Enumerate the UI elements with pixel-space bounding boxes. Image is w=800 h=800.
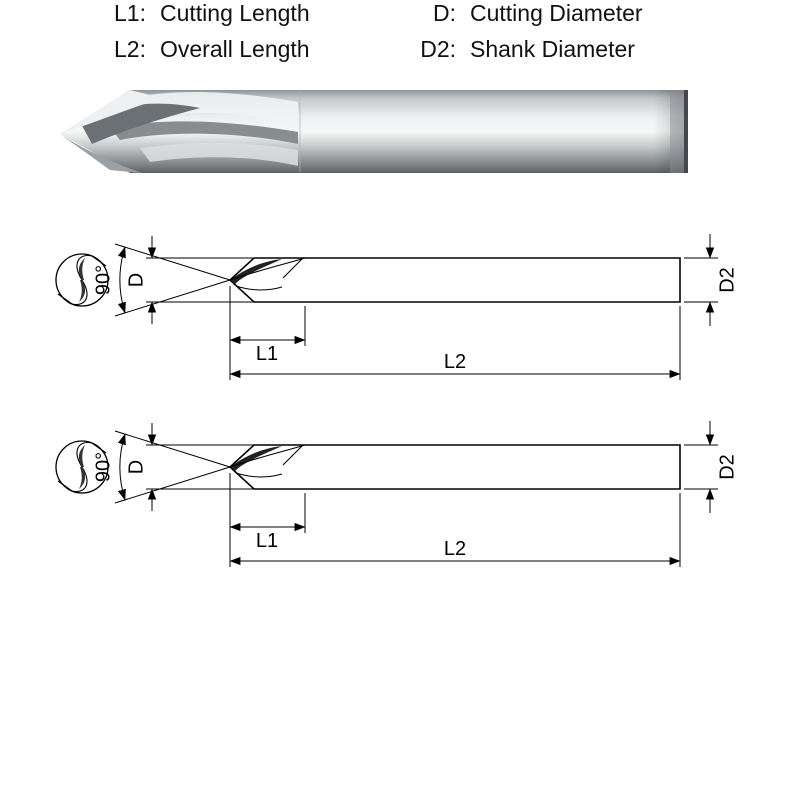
cutting-diameter-label: D <box>125 460 147 474</box>
legend: L1: Cutting Length D: Cutting Diameter L… <box>0 0 800 63</box>
cutting-diameter-dimension <box>146 423 258 511</box>
tool-outline <box>228 257 681 303</box>
angle-dimension <box>114 430 231 504</box>
legend-key-d2: D2: <box>420 36 456 62</box>
overall-length-dimension <box>229 306 681 380</box>
shank-diameter-label: D2 <box>716 454 738 480</box>
shank-diameter-label: D2 <box>716 267 738 293</box>
product-photo <box>60 90 688 173</box>
legend-value-d: Cutting Diameter <box>470 0 643 26</box>
legend-key-l2: L2: <box>114 36 146 62</box>
end-view-icon <box>55 253 109 307</box>
legend-key-d: D: <box>433 0 456 26</box>
angle-label: 90° <box>92 265 114 295</box>
shank-diameter-dimension <box>684 421 718 513</box>
overall-length-label: L2 <box>444 538 466 560</box>
cutting-length-dimension <box>229 473 306 567</box>
legend-row: L1: Cutting Length D: Cutting Diameter <box>90 0 710 27</box>
overall-length-label: L2 <box>444 351 466 373</box>
angle-label: 90° <box>92 452 114 482</box>
dimension-diagram-2: 90° D L1 L2 D2 <box>55 421 738 567</box>
angle-dimension <box>114 243 231 317</box>
cutting-length-label: L1 <box>256 343 278 365</box>
legend-value-l2: Overall Length <box>160 36 310 62</box>
cutting-length-label: L1 <box>256 530 278 552</box>
end-view-icon <box>55 440 109 494</box>
overall-length-dimension <box>229 493 681 567</box>
legend-value-l1: Cutting Length <box>160 0 310 26</box>
tool-outline <box>228 444 681 490</box>
legend-value-d2: Shank Diameter <box>470 36 635 62</box>
legend-key-l1: L1: <box>114 0 146 26</box>
legend-row: L2: Overall Length D2: Shank Diameter <box>90 36 710 63</box>
dimension-diagram-1: 90° D L1 L2 D2 <box>55 234 738 380</box>
end-mill-body <box>60 90 688 173</box>
shank-diameter-dimension <box>684 234 718 326</box>
cutting-length-dimension <box>229 286 306 380</box>
cutting-diameter-dimension <box>146 236 258 324</box>
cutting-diameter-label: D <box>125 273 147 287</box>
